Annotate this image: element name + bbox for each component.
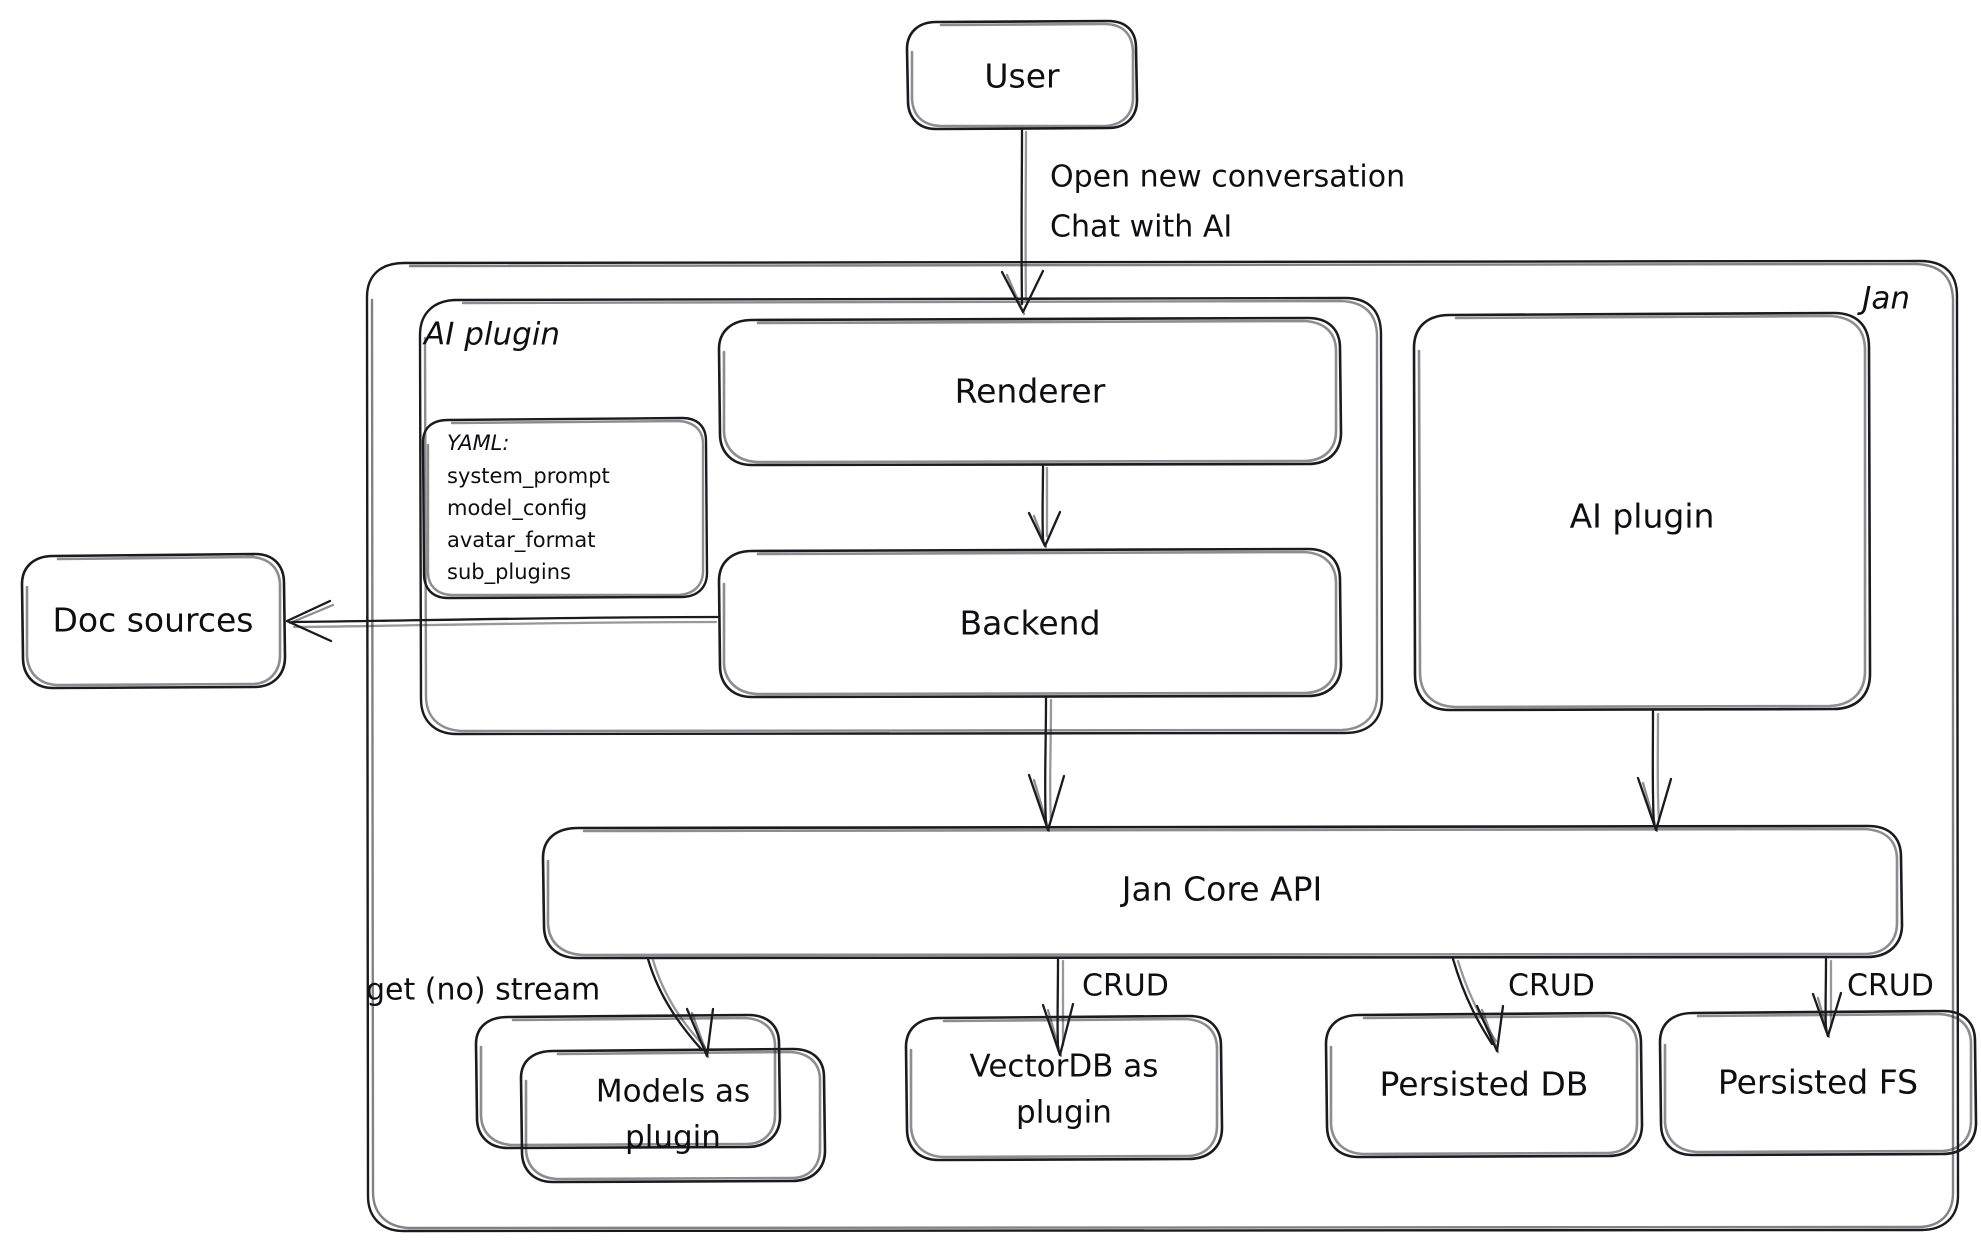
node-user[interactable]: User xyxy=(905,19,1139,131)
yaml-item-1: model_config xyxy=(447,496,587,521)
node-vectordb-plugin-label-line1: VectorDB as xyxy=(970,1049,1159,1085)
edge-label-chat-with-ai: Chat with AI xyxy=(1050,210,1232,245)
node-ai-plugin-right-label: AI plugin xyxy=(1570,497,1715,536)
edge-user-to-renderer: Open new conversation Chat with AI xyxy=(1000,128,1405,316)
node-vectordb-plugin-label-line2: plugin xyxy=(1016,1095,1112,1131)
node-persisted-db[interactable]: Persisted DB xyxy=(1324,1011,1644,1159)
jan-container: Jan xyxy=(365,259,1960,1233)
edge-label-crud-persisted-fs: CRUD xyxy=(1847,969,1934,1004)
node-models-plugin[interactable]: Models as plugin xyxy=(474,1013,827,1184)
edge-ai-plugin-to-core-api xyxy=(1636,709,1673,833)
node-vectordb-plugin[interactable]: VectorDB as plugin xyxy=(904,1014,1224,1162)
edge-backend-to-doc-sources xyxy=(285,599,720,643)
ai-plugin-container-label: AI plugin xyxy=(422,317,560,353)
edge-label-get-no-stream: get (no) stream xyxy=(366,973,600,1008)
node-persisted-fs-label: Persisted FS xyxy=(1718,1063,1918,1102)
node-doc-sources[interactable]: Doc sources xyxy=(20,552,287,690)
edge-core-api-to-models: get (no) stream xyxy=(366,957,715,1059)
yaml-note: YAML: system_prompt model_config avatar_… xyxy=(421,416,709,600)
node-renderer-label: Renderer xyxy=(955,372,1106,411)
node-jan-core-api-label: Jan Core API xyxy=(1120,870,1322,909)
node-models-plugin-label-line2: plugin xyxy=(625,1120,721,1156)
edge-label-crud-vectordb: CRUD xyxy=(1082,969,1169,1004)
node-jan-core-api[interactable]: Jan Core API xyxy=(541,824,1904,960)
node-ai-plugin-right[interactable]: AI plugin xyxy=(1412,311,1872,712)
node-persisted-db-label: Persisted DB xyxy=(1380,1065,1589,1104)
jan-container-label: Jan xyxy=(1856,281,1910,317)
edge-core-api-to-persisted-fs: CRUD xyxy=(1811,957,1934,1039)
edge-label-open-conversation: Open new conversation xyxy=(1050,160,1405,195)
node-backend[interactable]: Backend xyxy=(717,547,1343,699)
node-persisted-fs[interactable]: Persisted FS xyxy=(1658,1009,1978,1157)
node-models-plugin-label-line1: Models as xyxy=(596,1074,750,1110)
yaml-item-2: avatar_format xyxy=(447,528,595,553)
yaml-item-0: system_prompt xyxy=(447,464,610,489)
node-user-label: User xyxy=(984,57,1060,96)
node-backend-label: Backend xyxy=(959,604,1100,643)
edge-core-api-to-vectordb: CRUD xyxy=(1041,957,1169,1058)
edge-backend-to-core-api xyxy=(1027,696,1066,833)
edge-renderer-to-backend xyxy=(1027,464,1062,549)
yaml-heading: YAML: xyxy=(447,431,509,455)
edge-label-crud-persisted-db: CRUD xyxy=(1508,969,1595,1004)
node-doc-sources-label: Doc sources xyxy=(52,601,253,640)
edge-core-api-to-persisted-db: CRUD xyxy=(1451,957,1595,1054)
yaml-item-3: sub_plugins xyxy=(447,560,571,585)
node-renderer[interactable]: Renderer xyxy=(717,316,1343,467)
ai-plugin-container: AI plugin xyxy=(418,296,1384,736)
